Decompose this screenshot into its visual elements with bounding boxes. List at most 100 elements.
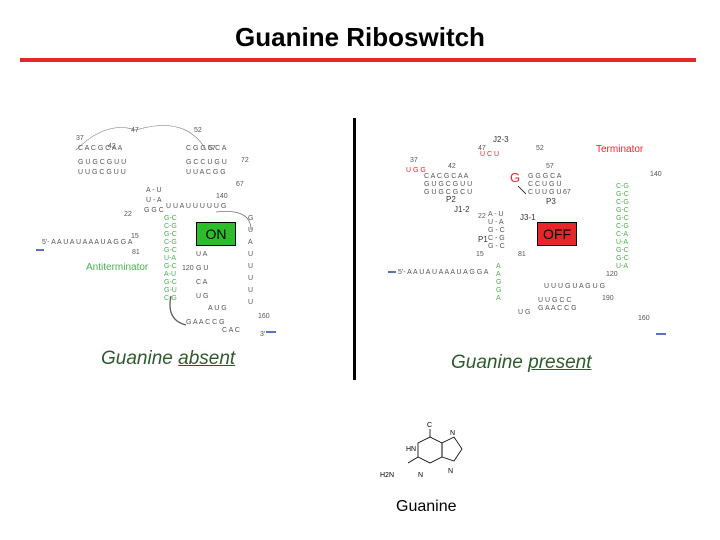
domain-labels: J2-3 P2 J1-2 P3 J3-1 P1 [446, 135, 556, 244]
label-p1: P1 [478, 235, 488, 244]
svg-text:U U G C C: U U G C C [538, 297, 571, 304]
num-120: 120 [606, 271, 618, 278]
num-15: 15 [131, 233, 139, 240]
five-prime-sequence-right: 5'- A A U A U A A A U A G G A [398, 269, 489, 276]
atom-n3: N [448, 468, 453, 475]
svg-text:C-A: C-A [616, 231, 628, 238]
center-divider [353, 118, 356, 380]
svg-text:G A A C C G: G A A C C G [538, 305, 577, 312]
svg-text:U - A: U - A [146, 197, 162, 204]
svg-text:G-C: G-C [164, 247, 177, 254]
label-p2: P2 [446, 195, 456, 204]
num-37: 37 [76, 135, 84, 142]
svg-text:C-G: C-G [616, 223, 629, 230]
on-state-box: ON [196, 222, 236, 246]
svg-text:G: G [496, 287, 501, 294]
svg-text:U U U G U A G U G: U U U G U A G U G [544, 283, 605, 290]
atom-c: C [427, 422, 432, 429]
svg-text:G-C: G-C [616, 247, 629, 254]
svg-text:A-U: A-U [164, 271, 176, 278]
svg-text:U C U: U C U [480, 151, 499, 158]
svg-text:U: U [248, 275, 253, 282]
num-37: 37 [410, 157, 418, 164]
num-47: 47 [131, 127, 139, 134]
num-140: 140 [216, 193, 228, 200]
rna-structure-off: 37 47 52 42 57 67 22 15 81 120 140 160 1… [388, 135, 666, 335]
slide-title: Guanine Riboswitch [235, 22, 485, 52]
num-22: 22 [124, 211, 132, 218]
svg-text:U U A C G G: U U A C G G [186, 169, 226, 176]
off-state-box: OFF [537, 222, 577, 246]
num-120: 120 [182, 265, 194, 272]
num-22: 22 [478, 213, 486, 220]
svg-text:U U G C G U U: U U G C G U U [78, 169, 126, 176]
num-67: 67 [563, 189, 571, 196]
num-42: 42 [108, 143, 116, 150]
svg-text:C C U G U: C C U G U [528, 181, 561, 188]
svg-text:U G: U G [518, 309, 530, 316]
svg-text:A: A [496, 295, 501, 302]
svg-text:A: A [248, 239, 253, 246]
svg-text:C G G G C A: C G G G C A [186, 145, 227, 152]
atom-h2n: H2N [380, 472, 394, 479]
svg-text:U: U [248, 299, 253, 306]
svg-text:G: G [496, 279, 501, 286]
rna-bases-right: 37 47 52 42 57 67 22 15 81 120 140 160 1… [410, 145, 662, 322]
svg-text:G-C: G-C [164, 215, 177, 222]
caption-guanine-absent: Guanine absent [101, 348, 236, 369]
svg-text:U A: U A [196, 251, 208, 258]
svg-text:G - C: G - C [488, 227, 505, 234]
num-190: 190 [602, 295, 614, 302]
num-72: 72 [241, 157, 249, 164]
num-42: 42 [448, 163, 456, 170]
svg-text:G - C: G - C [488, 243, 505, 250]
svg-text:A - U: A - U [146, 187, 162, 194]
atom-n2: N [418, 472, 423, 479]
svg-text:C A C G C A A: C A C G C A A [424, 173, 469, 180]
antiterminator-label: Antiterminator [86, 262, 149, 273]
label-j2-3: J2-3 [493, 135, 509, 144]
num-52: 52 [194, 127, 202, 134]
svg-text:G U G C G U U: G U G C G U U [424, 181, 472, 188]
svg-text:G U G C G C U: G U G C G C U [424, 189, 472, 196]
svg-text:U G: U G [196, 293, 208, 300]
svg-text:C-G: C-G [616, 199, 629, 206]
terminator-label: Terminator [596, 144, 644, 155]
num-52: 52 [536, 145, 544, 152]
svg-text:U-A: U-A [616, 263, 628, 270]
svg-text:G G G C A: G G G C A [528, 173, 562, 180]
caption-guanine-present: Guanine present [451, 352, 592, 373]
svg-text:G-C: G-C [164, 231, 177, 238]
svg-text:G A A C C G: G A A C C G [186, 319, 225, 326]
guanine-structure: C HN N H2N N N [380, 422, 463, 479]
rna-structure-on: 37 47 52 42 57 67 72 22 15 81 120 140 16… [36, 125, 276, 338]
svg-text:G-C: G-C [616, 215, 629, 222]
svg-text:C-G: C-G [616, 183, 629, 190]
rna-bases-left: 37 47 52 42 57 67 72 22 15 81 120 140 16… [76, 127, 270, 320]
title-rule [20, 58, 696, 62]
svg-text:A: A [496, 263, 501, 270]
svg-text:G-C: G-C [164, 263, 177, 270]
backbone-curve [169, 295, 187, 326]
num-81: 81 [518, 251, 526, 258]
svg-text:G U G C G U U: G U G C G U U [78, 159, 126, 166]
num-15: 15 [476, 251, 484, 258]
num-57: 57 [546, 163, 554, 170]
svg-text:C A: C A [196, 279, 208, 286]
svg-text:G C C U G U: G C C U G U [186, 159, 227, 166]
num-160: 160 [258, 313, 270, 320]
num-47: 47 [478, 145, 486, 152]
three-prime-left: 3' [260, 331, 265, 338]
svg-text:G-C: G-C [616, 255, 629, 262]
svg-text:U U A U U U U U G: U U A U U U U U G [166, 203, 226, 210]
label-p3: P3 [546, 197, 556, 206]
guanine-ligand: G [510, 170, 520, 185]
svg-text:U G G: U G G [406, 167, 426, 174]
svg-text:C A C: C A C [222, 327, 240, 334]
guanine-label: Guanine [396, 498, 457, 515]
svg-text:C-G: C-G [164, 223, 177, 230]
num-81: 81 [132, 249, 140, 256]
svg-text:U: U [248, 251, 253, 258]
svg-text:C A C G C A A: C A C G C A A [78, 145, 123, 152]
num-140: 140 [650, 171, 662, 178]
